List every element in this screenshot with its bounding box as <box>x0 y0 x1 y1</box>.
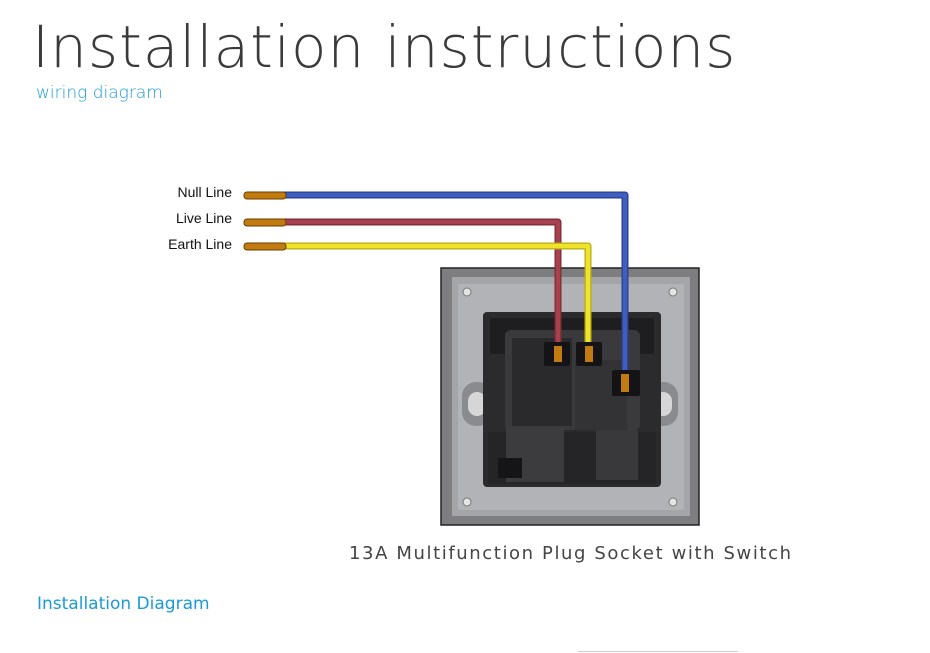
socket-body <box>483 312 661 487</box>
page-title: Installation instructions <box>32 13 737 81</box>
null-line-wire <box>284 191 629 372</box>
section-title: Installation Diagram <box>37 594 210 614</box>
wire-ends <box>243 191 287 251</box>
live-line-wire <box>284 218 562 346</box>
page-subtitle: wiring diagram <box>36 83 163 103</box>
earth-line-label: Earth Line <box>168 236 232 252</box>
divider <box>578 651 738 652</box>
terminals <box>544 342 640 396</box>
socket-caption: 13A Multifunction Plug Socket with Switc… <box>349 543 793 564</box>
null-line-label: Null Line <box>177 184 232 200</box>
live-line-label: Live Line <box>175 210 232 226</box>
earth-line-wire <box>284 242 592 346</box>
